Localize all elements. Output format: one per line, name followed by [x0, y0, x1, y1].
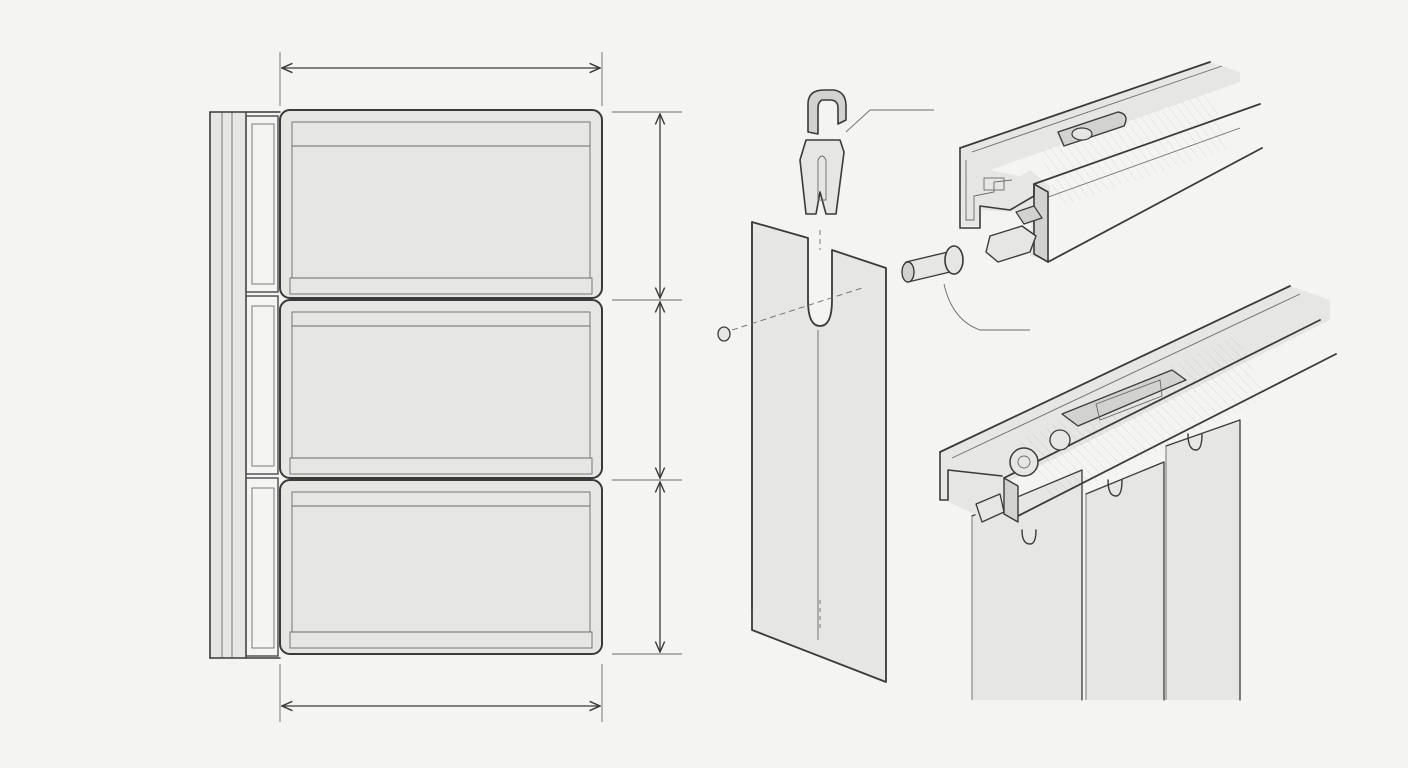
- hook-part: [799, 89, 934, 215]
- side-stile-segments: [245, 115, 279, 657]
- pin-part: [901, 245, 1030, 331]
- height-dimensions: [612, 111, 682, 655]
- track-assembly-figure: [939, 285, 1337, 701]
- exploded-detail-figure: [717, 61, 1263, 683]
- panel-3: [279, 479, 603, 655]
- slotted-panel-part: [751, 221, 887, 683]
- roller-carriage: [975, 369, 1187, 523]
- front-elevation-figure: [209, 52, 682, 722]
- panel-1: [279, 109, 603, 299]
- hanging-panel-3: [1165, 419, 1241, 701]
- hanging-panel-2: [1085, 461, 1165, 701]
- washer-part: [717, 287, 863, 342]
- panel-hooks: [1021, 433, 1203, 545]
- width-dimension-top: [279, 52, 603, 106]
- track-profile-part: [959, 61, 1263, 263]
- panel-2: [279, 299, 603, 479]
- frame-rail: [209, 111, 281, 659]
- width-dimension-bottom: [279, 664, 603, 722]
